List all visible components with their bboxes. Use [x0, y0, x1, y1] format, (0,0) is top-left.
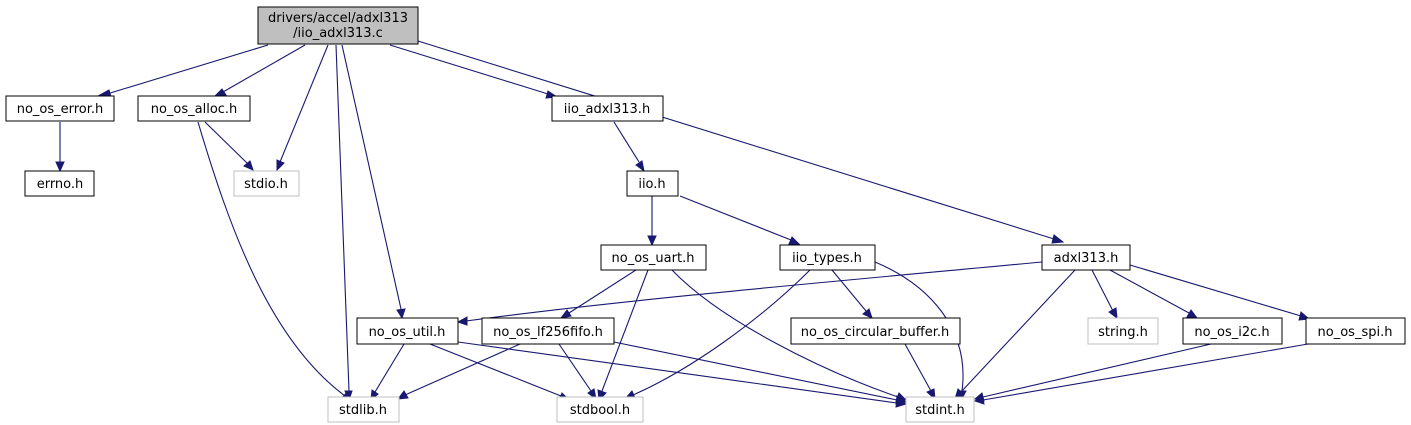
node-errno-label: errno.h [37, 177, 84, 192]
edge-fifo-stdlib [396, 343, 521, 400]
node-no-os-util[interactable]: no_os_util.h [356, 317, 459, 345]
node-root[interactable]: drivers/accel/adxl313 /iio_adxl313.c [257, 6, 419, 45]
node-no-os-error-label: no_os_error.h [17, 102, 104, 117]
node-stdint-label: stdint.h [915, 403, 964, 418]
node-stdint[interactable]: stdint.h [905, 396, 975, 423]
node-iio[interactable]: iio.h [626, 170, 679, 197]
node-iio-label: iio.h [638, 177, 665, 192]
edge-adxl-spi [1129, 264, 1311, 321]
edge-spi-stdint [973, 343, 1309, 405]
edge-adxl-i2c [1109, 269, 1199, 319]
node-adxl313[interactable]: adxl313.h [1041, 244, 1131, 271]
node-root-line2: /iio_adxl313.c [293, 26, 383, 41]
edge-util-stdbool [429, 343, 571, 401]
node-no-os-uart[interactable]: no_os_uart.h [600, 244, 707, 271]
node-root-line1: drivers/accel/adxl313 [268, 11, 408, 26]
edge-uart-fifo [559, 269, 637, 319]
node-errno[interactable]: errno.h [24, 170, 95, 197]
node-no-os-circular-buffer[interactable]: no_os_circular_buffer.h [790, 317, 961, 345]
node-stdbool-label: stdbool.h [570, 403, 630, 418]
edge-adxl-util [456, 261, 1043, 326]
node-no-os-util-label: no_os_util.h [369, 325, 446, 340]
node-no-os-uart-label: no_os_uart.h [612, 251, 695, 266]
node-no-os-error[interactable]: no_os_error.h [5, 95, 115, 122]
edge-root-adxl [417, 40, 1065, 244]
edge-root-alloc [212, 44, 306, 98]
edge-root-stdio [276, 44, 329, 172]
node-no-os-lf256fifo-label: no_os_lf256fifo.h [493, 325, 603, 340]
edge-adxl-string [1091, 269, 1118, 320]
edge-util-stdlib [370, 343, 405, 402]
edge-root-iioadxl [389, 44, 559, 99]
edges [55, 40, 1311, 408]
node-no-os-spi[interactable]: no_os_spi.h [1305, 317, 1406, 345]
node-stdbool[interactable]: stdbool.h [556, 396, 644, 423]
node-stdio-label: stdio.h [244, 177, 288, 192]
edge-fifo-stdint [613, 341, 908, 405]
node-string-label: string.h [1098, 325, 1148, 340]
edge-root-error [96, 44, 269, 98]
node-iio-types[interactable]: iio_types.h [779, 244, 876, 271]
edge-error-errno [55, 122, 65, 173]
edge-fifo-stdbool [558, 343, 597, 401]
node-no-os-alloc-label: no_os_alloc.h [151, 102, 238, 117]
node-adxl313-label: adxl313.h [1054, 251, 1119, 266]
node-no-os-alloc[interactable]: no_os_alloc.h [137, 95, 251, 122]
edge-iiotypes-circ [831, 269, 873, 319]
node-no-os-i2c-label: no_os_i2c.h [1194, 325, 1269, 340]
node-no-os-circular-buffer-label: no_os_circular_buffer.h [801, 325, 950, 340]
node-iio-adxl313[interactable]: iio_adxl313.h [551, 95, 664, 122]
node-stdlib[interactable]: stdlib.h [327, 396, 400, 423]
edge-alloc-stdio [204, 121, 254, 171]
node-no-os-spi-label: no_os_spi.h [1318, 325, 1393, 340]
edge-util-stdint [457, 341, 908, 408]
edge-i2c-stdint [973, 343, 1212, 402]
edge-iiotypes-stdbool [623, 269, 811, 400]
edge-iioadxl-iio [613, 121, 645, 173]
edge-iio-uart [647, 196, 657, 247]
edge-root-util [341, 44, 406, 320]
node-iio-adxl313-label: iio_adxl313.h [564, 102, 650, 117]
node-stdio[interactable]: stdio.h [233, 170, 300, 197]
edge-root-stdlib [335, 44, 353, 402]
edge-iio-iiotypes [679, 195, 801, 245]
node-iio-types-label: iio_types.h [792, 251, 862, 266]
edge-circ-stdint [904, 343, 936, 401]
node-no-os-i2c[interactable]: no_os_i2c.h [1182, 317, 1283, 345]
node-no-os-lf256fifo[interactable]: no_os_lf256fifo.h [481, 317, 615, 345]
node-stdlib-label: stdlib.h [339, 403, 387, 418]
node-string[interactable]: string.h [1087, 317, 1159, 345]
edge-alloc-stdlib [197, 121, 354, 402]
